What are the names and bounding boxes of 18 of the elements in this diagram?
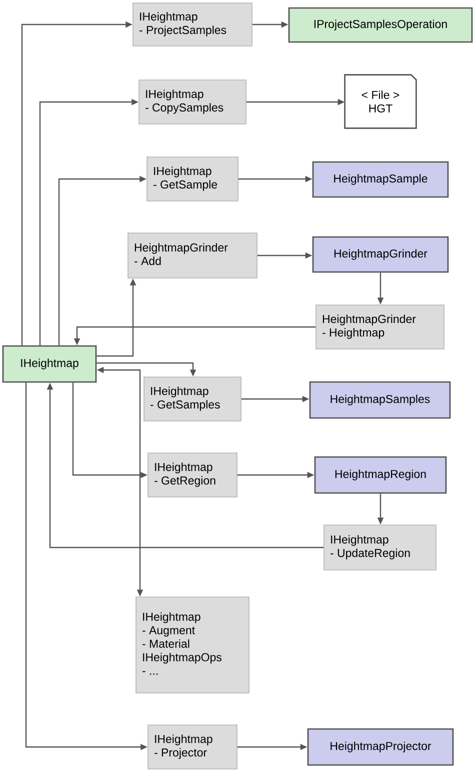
- class-box: HeightmapSamples: [309, 381, 451, 419]
- method-box: IHeightmap - Projector: [148, 724, 238, 770]
- method-box: IHeightmap - GetSamples: [144, 376, 242, 422]
- interface-box: IProjectSamplesOperation: [288, 7, 473, 43]
- document-box: < File > HGT: [344, 74, 417, 129]
- method-box: IHeightmap - GetRegion: [148, 452, 238, 498]
- class-box: HeightmapRegion: [314, 456, 447, 494]
- method-box: IHeightmap - CopySamples: [138, 80, 246, 124]
- class-box: HeightmapSample: [312, 161, 449, 198]
- method-box: IHeightmap - UpdateRegion: [324, 524, 436, 570]
- method-box: IHeightmap - ProjectSamples: [132, 2, 252, 46]
- method-box: HeightmapGrinder - Heightmap: [316, 304, 444, 350]
- class-box: HeightmapGrinder: [312, 236, 449, 273]
- interface-box: IHeightmap: [2, 345, 97, 383]
- method-box: IHeightmap - Augment - Material IHeightmapOps - ...: [136, 596, 250, 694]
- method-box: IHeightmap - GetSample: [146, 156, 238, 202]
- method-box: HeightmapGrinder - Add: [128, 232, 258, 278]
- class-box: HeightmapProjector: [307, 728, 454, 766]
